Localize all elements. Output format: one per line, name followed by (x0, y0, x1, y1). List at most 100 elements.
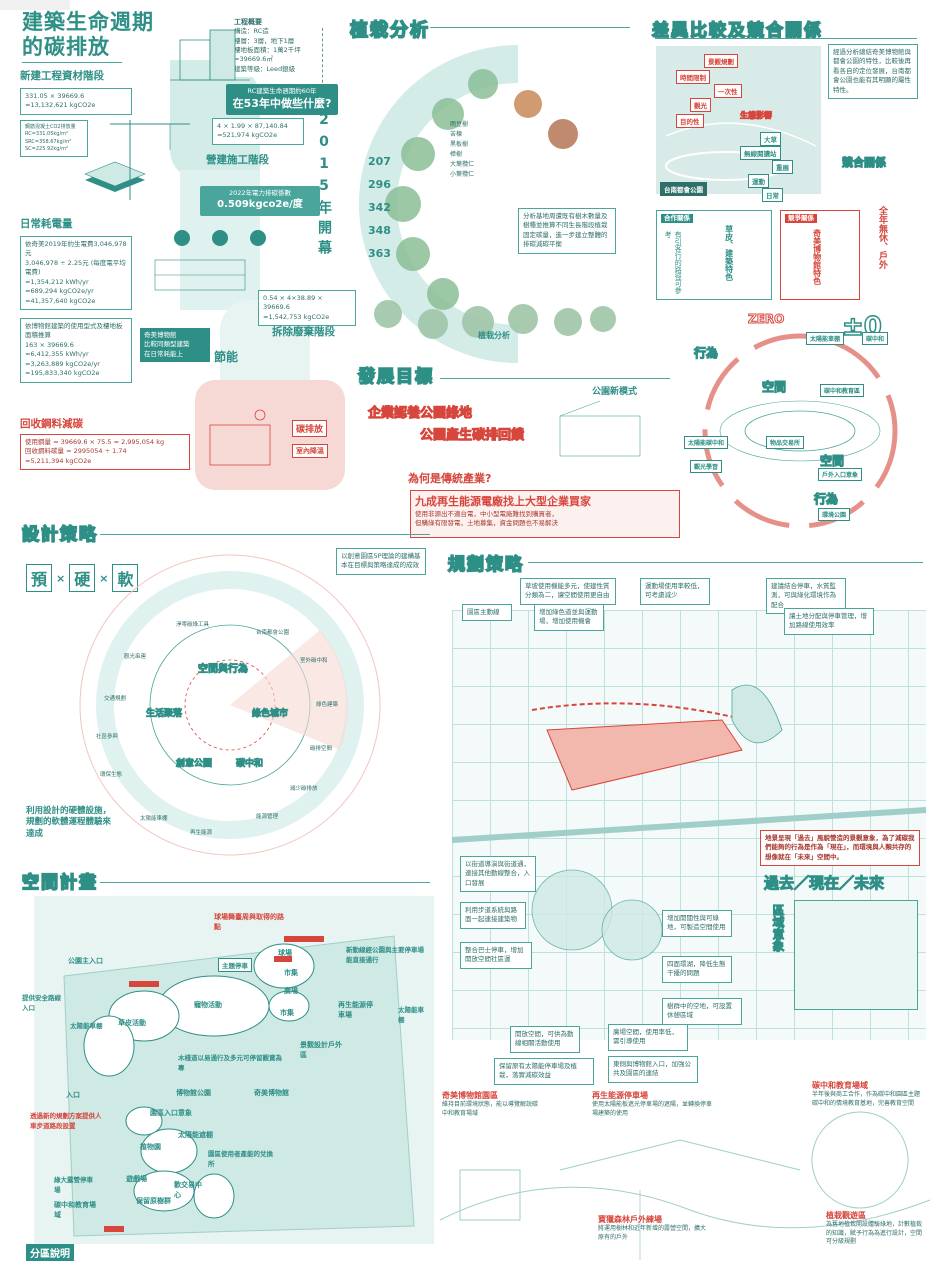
crane-icon (110, 120, 190, 200)
comp-red-4: 觀光 (690, 98, 711, 112)
daily-line: ≈689,294 kgCO2e/yr (25, 287, 94, 296)
design-note: 以創意園區5P理論的建構基本在目標與策略達成的成效 (336, 548, 426, 575)
planting-number: 348 (368, 224, 391, 237)
plan-left-box-1: 園區主動線 (462, 604, 512, 622)
dev-banner-note: 使用非源出不適台電，中小型電廠難找到購買者， (415, 509, 558, 518)
spatial-bottom-label: 分區說明 (26, 1244, 74, 1261)
comp-teal-4: 運動 (748, 174, 769, 188)
dev-banner-note: 但購綠有限發電，土地募集，資金問題也不易解決 (415, 519, 558, 528)
planting-number: 296 (368, 178, 391, 191)
plan-right-box-3: 四面環湖，降低生態干擾的問題 (662, 956, 732, 983)
planting-number: 363 (368, 247, 391, 260)
power-icons (174, 230, 266, 246)
planting-number: 207 (368, 155, 391, 168)
spatial-label-2: 主題停車 (218, 958, 252, 972)
spatial-label-24: 遊戲場 (126, 1175, 147, 1183)
daily-power-label: 日常耗電量 (20, 218, 73, 230)
design-center-2: 生活聚落 (146, 709, 183, 720)
competition-title: 差異比較及競合關係 (651, 20, 823, 42)
compete-label: 競合關係 (842, 156, 887, 170)
museum-note-line: 在日常耗能上 (144, 349, 183, 358)
dev-banner: 九成再生能源電廠找上大型企業買家 (415, 495, 591, 508)
spatial-label-21: 植物園 (140, 1143, 161, 1151)
park-mode-label: 公園新模式 (592, 387, 638, 397)
ring-label-4: 綠色建築 (316, 702, 339, 708)
plan-right-box-2: 增加開闊性與可綠地，可製造空間使用 (662, 910, 732, 937)
coop-box: 合作關係 有引客行的路徑可參考 草皮、建築特色 (656, 210, 772, 300)
project-overview-box: 工程概要 構造：RC造 樓層：3層，地下1層 樓地板面積：1萬2千坪 ≈3966… (230, 14, 310, 78)
plan-left-box-3: 以街道導演與街道通，連接其他動線整合，入口發展 (460, 856, 536, 893)
tree-label: 樟樹 (450, 151, 463, 158)
spatial-label-11: 草皮活動 (118, 1019, 146, 1027)
tree-labels: 雨豆樹 苦楝 黑板樹 樟樹 大葉欖仁 小葉欖仁 (450, 120, 550, 180)
scene-title: 碳中和教育場域 (812, 1081, 868, 1090)
ring-label-5: 碳排空間 (310, 746, 333, 752)
plan-right-box-5: 廣場空間，使用率低，需引導使用 (608, 1024, 688, 1051)
design-center-4: 創意公園 (176, 759, 213, 770)
tree-label: 雨豆樹 (450, 121, 469, 128)
solar-line: ≈6,412,355 kWh/yr (25, 350, 89, 359)
daily-power-box: 依奇美2019年約生電費3,046,978元 3,046,978 ÷ 2.25元… (20, 236, 132, 310)
design-word: 預 (26, 564, 53, 592)
planting-note: 分析基地周遭既有樹木數量及樹種並推算不同生長階段植栽固定碳量，進一步建立整體的排… (518, 208, 616, 254)
planting-title: 植栽分析 (349, 19, 430, 42)
ring-label-10: 環保生態 (100, 772, 123, 778)
spatial-label-12: 寵物活動 (194, 1001, 222, 1009)
plan-right-box-4: 樹群中的空地，可設置休憩區域 (662, 998, 742, 1025)
overview-line: 樓地板面積：1萬2千坪 (234, 45, 301, 54)
plan-top-box-1: 草坡使用機能多元，使建性質分類為二，讓空間使用更自由 (520, 578, 616, 605)
plan-left-box-2: 增加綠色道並與運動場，增加使用機會 (534, 604, 604, 631)
tree-label: 小葉欖仁 (450, 171, 475, 178)
comp-red-1: 景觀規劃 (704, 54, 738, 68)
scene-3: 碳中和教育場域 半年後與商工合作，作為碳中和園區主題碳中和的情境教育基地，完善教… (812, 1080, 924, 1108)
calc-operation-box: 4 × 1.99 × 87,140.84 ≈521,974 kgCO2e (212, 118, 304, 145)
recycle-box: 使用鋼量 = 39669.6 × 75.5 ≈ 2,995,054 kg 回收鋼… (20, 434, 190, 471)
design-center-5: 碳中和 (236, 759, 264, 770)
calc-demolish-line: ≈1,542,753 kgCO2e (263, 312, 330, 321)
construction-stage-label: 營建施工階段 (206, 154, 269, 166)
lifecycle-title: 建築生命週期 的碳排放 (22, 10, 154, 60)
cycle-label-2: 行為 (693, 346, 719, 361)
spatial-label-20: 透過新的規劃方案提供人車步道路段設置 (30, 1112, 102, 1130)
power-coef-title: 2022年電力排碳係數 (228, 189, 292, 197)
scene-4: 寶獵森林戶外練場 將運用樹林和近年新增的露營空間，擴大原有的戶外 (598, 1214, 708, 1242)
power-coef-box: 2022年電力排碳係數 0.509kgco2e/度 (200, 186, 320, 216)
past-present-future: 過去／現在／未來 (763, 874, 885, 893)
cycle-label-1: 空間 (761, 380, 787, 395)
dev-tag-1: 碳中和 (862, 332, 889, 345)
development-title: 發展目標 (357, 366, 434, 388)
tree-arc (359, 45, 616, 363)
rc-life-box: RC建築生命週期約60年 在53年中做些什麼? (226, 84, 338, 116)
calc-op-line: 4 × 1.99 × 87,140.84 (217, 122, 288, 130)
comp-teal-5: 日常 (762, 188, 783, 202)
dev-tag-7: 戶外入口意象 (818, 468, 863, 481)
dev-cycle (702, 333, 898, 529)
zero-text: ZERO (747, 312, 785, 327)
planning-quote: 地景呈現「過去」風貌營造的景觀意象，為了減碳我們能夠的行為是作為「現在」，而環境… (760, 830, 920, 867)
spatial-label-27: 綠大露營停車場 (54, 1176, 93, 1194)
spatial-label-25: 歡交易中心 (174, 1181, 202, 1199)
dev-tag-4: 物品交易所 (766, 436, 805, 449)
spatial-label-8: 公園主入口 (68, 957, 103, 965)
planting-numbers: 207 296 342 348 363 (368, 150, 391, 265)
spatial-label-7: 新動線經公園與主要停車場能直接通行 (346, 946, 424, 964)
design-word: 軟 (112, 564, 139, 592)
spatial-label-13: 木棧道以易通行及多元可停留觀賞為專 (178, 1054, 282, 1072)
dev-line2: 公園產生碳排回饋 (419, 428, 525, 444)
design-bottom-note: 利用設計的硬體設施，規劃的軟體運程體驗來達成 (26, 806, 112, 839)
spatial-label-23: 太陽能遮棚 (178, 1131, 213, 1139)
comp-mid-label: 生態影響 (740, 111, 773, 121)
coop-vert-side: 草皮、建築特色 (724, 225, 734, 281)
planning-title: 規劃策略 (447, 554, 524, 576)
planning-inset (794, 900, 918, 1010)
scene-title: 奇美博物館園區 (442, 1091, 498, 1100)
spatial-label-5: 廣場 (284, 987, 298, 995)
spatial-label-16: 景觀設計戶外區 (300, 1041, 342, 1059)
museum-note-line: 奇美博物館 (144, 331, 177, 339)
design-center-1: 空間與行為 (198, 664, 249, 676)
compete-label-2: 競爭關係 (785, 214, 817, 224)
dev-sketch (559, 400, 641, 457)
tree-label: 黑板樹 (450, 141, 469, 148)
spatial-label-3: 球場 (278, 949, 292, 957)
spatial-label-9: 提供安全路線入口 (22, 994, 61, 1012)
